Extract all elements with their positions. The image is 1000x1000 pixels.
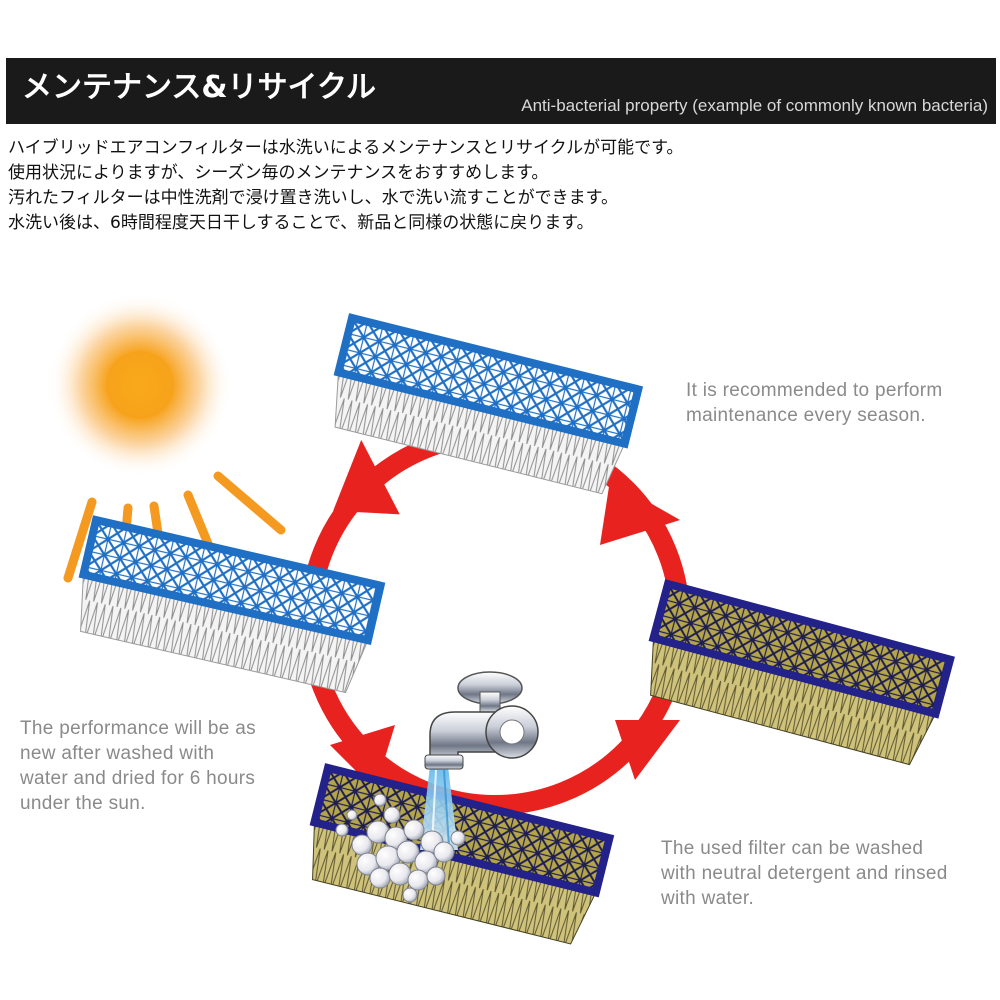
water-stream: [420, 766, 458, 850]
description-line: 汚れたフィルターは中性洗剤で浸け置き洗いし、水で洗い流すことができます。: [8, 188, 618, 208]
air-filter-icon: [78, 515, 386, 694]
page-title: メンテナンス&リサイクル: [22, 70, 377, 105]
faucet-icon: [424, 671, 539, 770]
description-text: ハイブリッドエアコンフィルターは水洗いによるメンテナンスとリサイクルが可能です。…: [8, 136, 993, 236]
header-bar: メンテナンス&リサイクル Anti-bacterial property (ex…: [6, 58, 996, 124]
description-line: 水洗い後は、6時間程度天日干しすることで、新品と同様の状態に戻ります。: [8, 213, 594, 233]
page-subtitle: Anti-bacterial property (example of comm…: [521, 96, 988, 115]
sun-icon: [48, 293, 232, 477]
caption-maintenance: It is recommended to perform maintenance…: [686, 380, 943, 426]
air-filter-icon: [333, 313, 644, 495]
description-line: 使用状況によりますが、シーズン毎のメンテナンスをおすすめします。: [8, 163, 549, 183]
caption-washing: The used filter can be washed with neutr…: [661, 838, 948, 909]
soap-bubbles-icon: [335, 793, 466, 903]
description-line: ハイブリッドエアコンフィルターは水洗いによるメンテナンスとリサイクルが可能です。: [8, 138, 684, 158]
caption-drying: The performance will be as new after was…: [20, 718, 256, 814]
air-filter-icon: [648, 579, 955, 766]
